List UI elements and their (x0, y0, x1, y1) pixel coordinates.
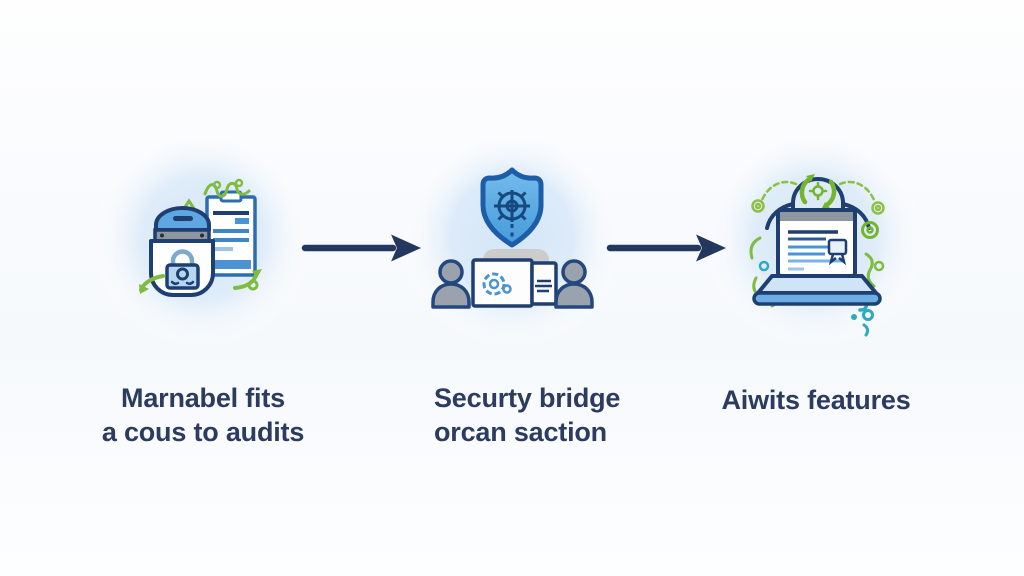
text-lines (535, 279, 552, 293)
gear-sketch-icon (482, 272, 512, 296)
step3-label: Aiwits features (688, 383, 944, 417)
laptop-icon (752, 208, 882, 306)
security-shield-icon (480, 167, 544, 248)
lock-bag-and-audit-clipboard-icon (90, 128, 314, 352)
person-right-icon (554, 259, 594, 309)
step1-label-line2: a cous to audits (101, 417, 305, 447)
right-arrow-icon (301, 234, 421, 262)
security-shield-over-meeting-icon (400, 128, 624, 352)
step2-label-line2: orcan saction (434, 417, 607, 447)
certificate-badge-icon (827, 238, 848, 266)
lock-bag-icon (139, 198, 262, 297)
padlock-icon (165, 249, 200, 290)
step1-label: Marnabel fits a cous to audits (75, 381, 331, 449)
step1-label-line1: Marnabel fits (121, 383, 285, 413)
step3-label-line1: Aiwits features (721, 385, 911, 415)
step2-label-line1: Securty bridge (434, 383, 621, 413)
right-arrow-icon (606, 234, 726, 262)
person-left-icon (431, 259, 471, 309)
report-lines (788, 230, 842, 271)
step2-label: Securty bridge orcan saction (434, 381, 674, 449)
laptop-with-certified-report-icon (703, 128, 927, 352)
audit-clipboard-icon (203, 178, 257, 277)
recycle-arrows-icon (139, 269, 262, 294)
dashed-arcs-icon (751, 180, 885, 215)
contract-book-icon (471, 258, 558, 308)
crosshair-wheel-icon (494, 190, 530, 241)
